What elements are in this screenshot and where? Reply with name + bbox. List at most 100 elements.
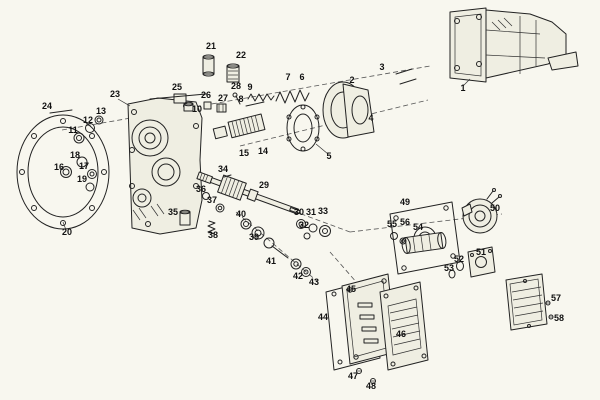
part-14-15-coupling [212,113,266,140]
part-label-50: 50 [490,203,500,213]
part-label-53: 53 [444,263,454,273]
part-label-23: 23 [110,89,120,99]
part-label-42: 42 [293,271,303,281]
part-8-pin [245,101,265,107]
part-label-37: 37 [207,195,217,205]
part-label-27: 27 [218,93,228,103]
part-label-25: 25 [172,82,182,92]
part-label-7: 7 [285,72,290,82]
part-25-rod [149,93,207,100]
part-label-18: 18 [70,150,80,160]
part-38-spring [207,220,216,235]
part-label-49: 49 [400,197,410,207]
part-label-40: 40 [236,209,246,219]
part-37-washer [215,203,225,213]
part-label-24: 24 [42,101,52,111]
part-label-13: 13 [96,106,106,116]
part-29-drive-shaft [196,171,301,215]
part-label-55: 55 [387,219,397,229]
part-label-17: 17 [79,161,89,171]
part-label-54: 54 [413,222,423,232]
part-label-11: 11 [68,125,78,135]
part-27-fitting [216,103,227,113]
part-24-stud [49,109,73,114]
part-34-pin [223,174,232,178]
assembly-axis-lines [61,65,503,301]
part-39-nut [251,226,265,240]
part-label-29: 29 [259,180,269,190]
part-label-31: 31 [306,207,316,217]
part-label-9: 9 [247,82,252,92]
part-label-43: 43 [309,277,319,287]
part-41-bolt [263,237,289,259]
part-58-screw [548,314,554,320]
part-5-flange [286,104,329,155]
part-53-washer [448,269,456,279]
part-10-plug [183,101,194,112]
part-label-52: 52 [454,254,464,264]
id-plate [505,273,548,331]
part-47-screw [356,368,362,374]
part-label-28: 28 [231,81,241,91]
part-42-washer [290,258,302,270]
part-label-4: 4 [368,113,373,123]
part-label-5: 5 [326,151,331,161]
part-35-piston [179,209,191,226]
part-label-56: 56 [400,217,410,227]
part-label-26: 26 [201,90,211,100]
part-6-7-spring [275,89,310,104]
part-2-4-bearing-housing [322,81,375,139]
part-label-14: 14 [258,146,268,156]
part-26-fitting [203,101,212,110]
part-label-20: 20 [62,227,72,237]
parts-11-19-bearings-seals [60,115,104,192]
part-55-washer [390,232,398,240]
part-label-21: 21 [206,41,216,51]
part-label-8: 8 [238,94,243,104]
part-label-6: 6 [299,72,304,82]
part-label-51: 51 [476,247,486,257]
part-label-1: 1 [460,83,465,93]
parts-30-33-washers [296,219,331,240]
part-21-canister [202,54,215,77]
part-label-30: 30 [294,207,304,217]
part-1-adapter-housing [449,7,579,87]
part-43-cap [301,267,311,277]
part-57-screw [545,300,551,306]
part-label-2: 2 [349,75,354,85]
part-label-33: 33 [318,206,328,216]
part-label-44: 44 [318,312,328,322]
part-label-45: 45 [346,284,356,294]
part-28-screw [232,92,241,105]
part-label-38: 38 [208,230,218,240]
part-label-12: 12 [83,115,93,125]
part-label-19: 19 [77,174,87,184]
part-9-spring [247,93,275,102]
part-label-39: 39 [249,232,259,242]
part-label-34: 34 [218,164,228,174]
part-label-32: 32 [299,220,309,230]
part-56-washer [399,237,407,245]
part-54-cylinder [401,232,447,254]
part-46-front-cover [379,281,429,371]
part-36-washer [202,192,210,200]
part-label-10: 10 [192,104,202,114]
part-23-pump-housing [117,93,203,235]
part-label-47: 47 [348,371,358,381]
part-48-screw [370,378,376,384]
part-label-16: 16 [54,162,64,172]
part-52-washer [456,261,464,271]
part-label-41: 41 [266,256,276,266]
part-label-35: 35 [168,207,178,217]
part-label-22: 22 [236,50,246,60]
part-label-48: 48 [366,381,376,391]
part-40-washer [240,218,252,230]
part-51-end-plate [467,246,496,278]
part-label-46: 46 [396,329,406,339]
part-label-15: 15 [239,148,249,158]
part-3-studs [395,68,417,85]
part-label-3: 3 [379,62,384,72]
part-label-58: 58 [554,313,564,323]
